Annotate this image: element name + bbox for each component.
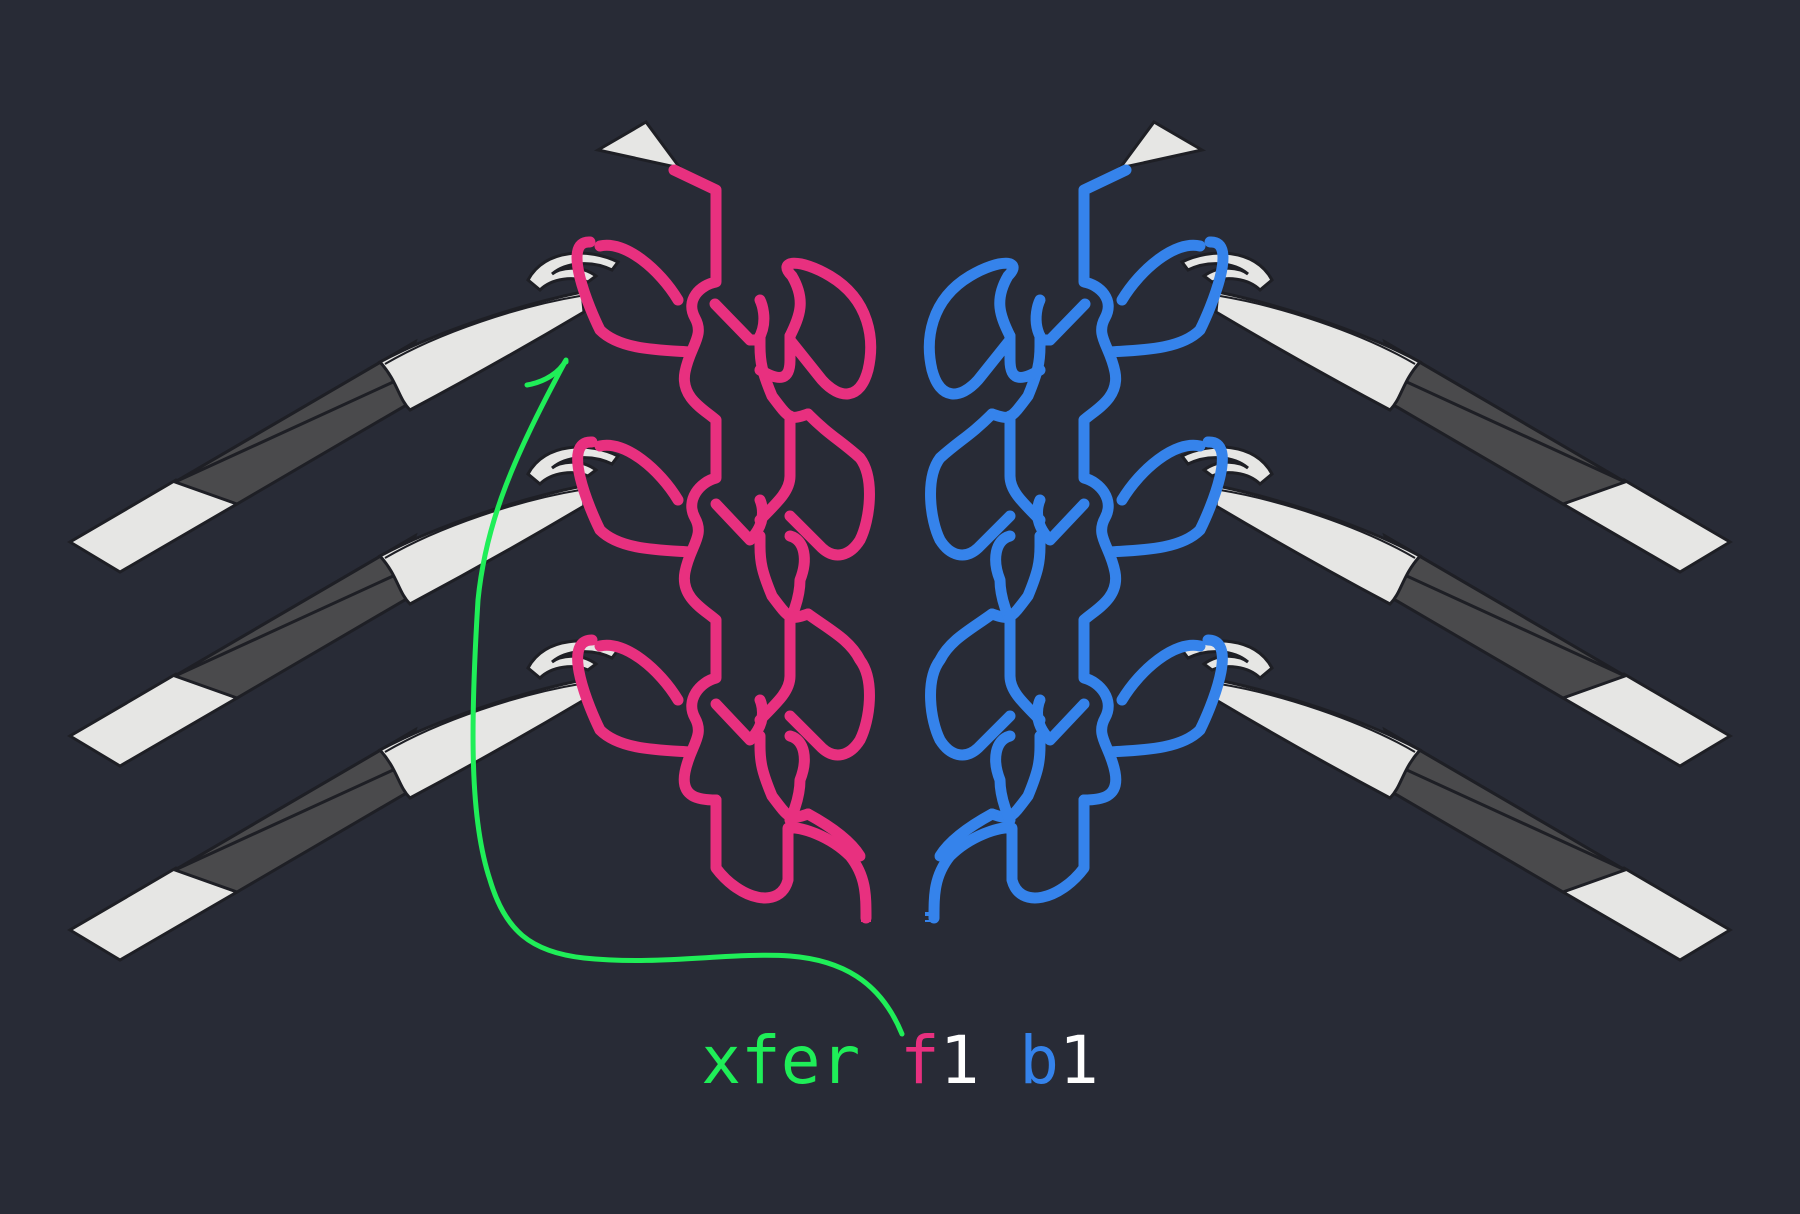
- back-bed-letter: b: [1019, 1022, 1059, 1099]
- transfer-arrow-icon: [470, 357, 905, 1037]
- front-bed-letter: f: [899, 1022, 940, 1099]
- yarn-carrier-icon: [1116, 120, 1207, 171]
- front-needle-index: 1: [939, 1022, 980, 1099]
- front-yarn: [571, 164, 877, 924]
- instruction-command: xfer: [701, 1022, 861, 1099]
- yarn-carrier-icon: [593, 120, 684, 171]
- back-yarn: [923, 164, 1229, 924]
- front-needles: [68, 251, 620, 962]
- transfer-instruction: xfer f1 b1: [0, 1028, 1800, 1094]
- back-needles: [1180, 251, 1732, 962]
- back-needle-index: 1: [1058, 1022, 1099, 1099]
